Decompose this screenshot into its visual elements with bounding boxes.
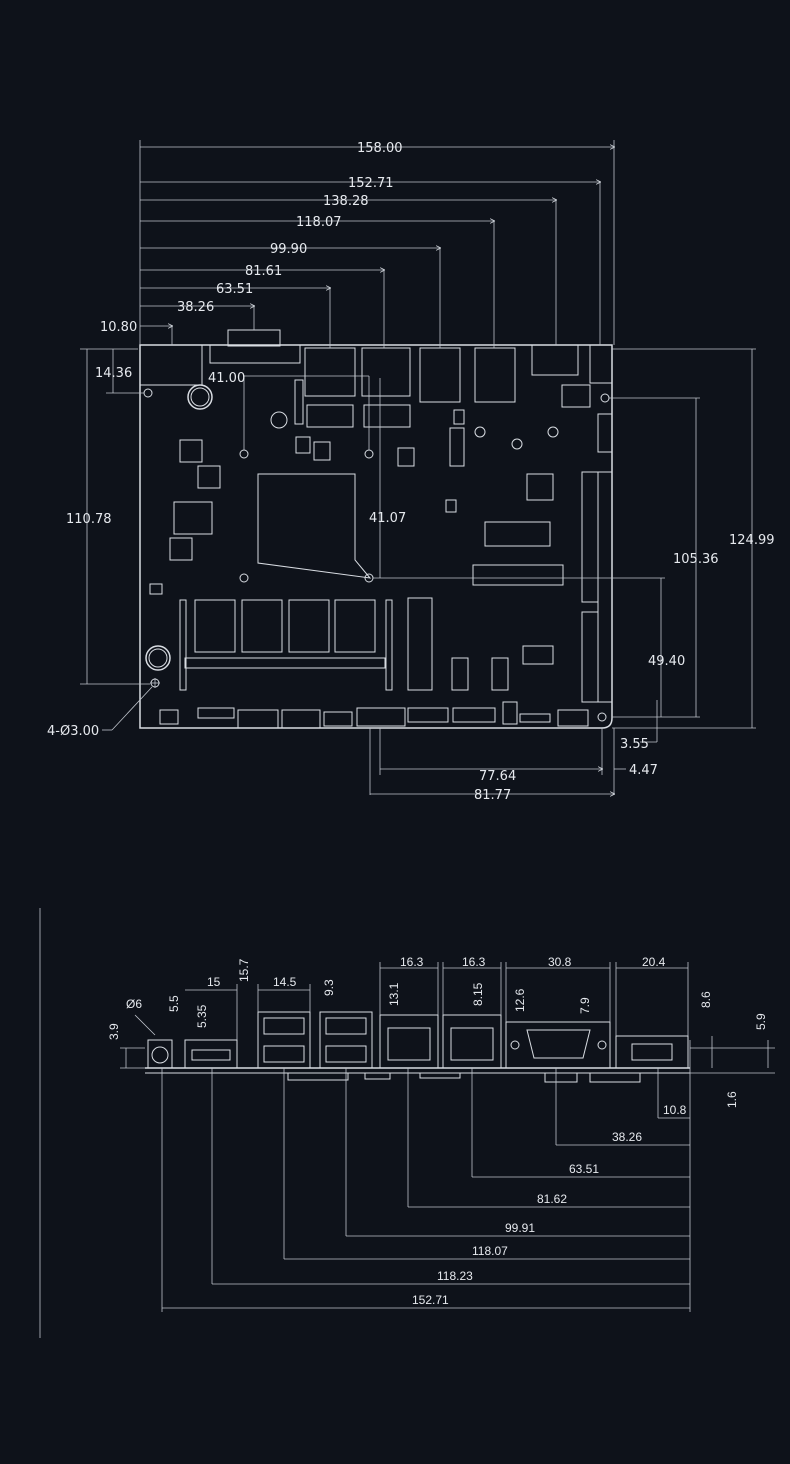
dim-49-40: 49.40	[648, 654, 685, 669]
side-view-dimension-lines	[120, 962, 775, 1312]
dim-77-64: 77.64	[479, 769, 516, 784]
top-view-dimension-labels: 158.00 152.71 138.28 118.07 99.90 81.61 …	[47, 141, 775, 803]
side-dim-1-6: 1.6	[725, 1091, 739, 1108]
side-dim-15-7: 15.7	[237, 958, 251, 982]
dim-124-99: 124.99	[729, 533, 775, 548]
dim-41-00: 41.00	[208, 371, 245, 386]
side-dim-38-26: 38.26	[612, 1130, 642, 1144]
side-dim-14-5: 14.5	[273, 975, 297, 989]
board-top-view	[139, 329, 613, 729]
dim-158-00: 158.00	[357, 141, 403, 156]
dim-81-77: 81.77	[474, 788, 511, 803]
side-dim-20-4: 20.4	[642, 955, 666, 969]
dim-3-55: 3.55	[620, 737, 649, 752]
dim-110-78: 110.78	[66, 512, 112, 527]
side-dim-8-15: 8.15	[471, 982, 485, 1006]
side-dim-16-3-b: 16.3	[462, 955, 486, 969]
dim-152-71: 152.71	[348, 176, 394, 191]
side-dim-81-62: 81.62	[537, 1192, 567, 1206]
dim-138-28: 138.28	[323, 194, 369, 209]
side-dim-118-23: 118.23	[437, 1269, 473, 1283]
dim-81-61: 81.61	[245, 264, 282, 279]
dim-38-26: 38.26	[177, 300, 214, 315]
side-view-dimension-labels: 16.3 16.3 30.8 20.4 15 14.5 15.7 5.5 5.3…	[107, 955, 768, 1307]
dim-4-47: 4.47	[629, 763, 658, 778]
side-dim-63-51: 63.51	[569, 1162, 599, 1176]
side-dim-10-8: 10.8	[663, 1103, 687, 1117]
side-dim-152-71: 152.71	[412, 1293, 449, 1307]
side-dim-99-91: 99.91	[505, 1221, 535, 1235]
dim-105-36: 105.36	[673, 552, 719, 567]
hole-diameter-label: 4-Ø3.00	[47, 724, 99, 739]
side-dim-3-9: 3.9	[107, 1023, 121, 1040]
dim-118-07: 118.07	[296, 215, 342, 230]
side-dim-phi-6: Ø6	[126, 997, 142, 1011]
dim-63-51: 63.51	[216, 282, 253, 297]
board-side-view	[145, 1011, 690, 1083]
side-dim-118-07: 118.07	[472, 1244, 508, 1258]
side-dim-5-5: 5.5	[167, 995, 181, 1012]
side-dim-9-3: 9.3	[322, 979, 336, 996]
top-view-dimension-lines	[80, 140, 756, 795]
side-dim-7-9: 7.9	[578, 997, 592, 1014]
side-dim-13-1: 13.1	[387, 982, 401, 1006]
side-dim-16-3-a: 16.3	[400, 955, 424, 969]
side-dim-15: 15	[207, 975, 221, 989]
dim-10-80: 10.80	[100, 320, 137, 335]
dim-14-36: 14.36	[95, 366, 132, 381]
side-dim-8-6: 8.6	[699, 991, 713, 1008]
dim-99-90: 99.90	[270, 242, 307, 257]
side-dim-12-6: 12.6	[513, 988, 527, 1012]
side-dim-5-35: 5.35	[195, 1004, 209, 1028]
side-dim-5-9: 5.9	[754, 1013, 768, 1030]
dim-41-07: 41.07	[369, 511, 406, 526]
side-dim-30-8: 30.8	[548, 955, 572, 969]
